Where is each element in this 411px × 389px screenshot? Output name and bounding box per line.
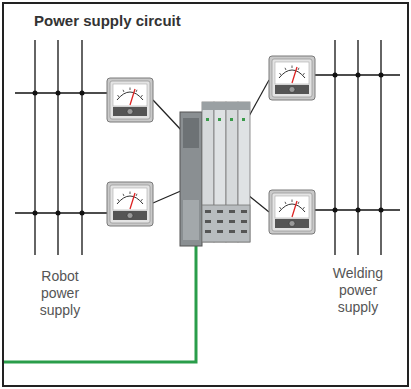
controller [180, 102, 250, 246]
diagram-title: Power supply circuit [34, 12, 181, 29]
supply-label: Welding power supply [323, 265, 393, 316]
supply-label: Robot power supply [27, 268, 93, 319]
